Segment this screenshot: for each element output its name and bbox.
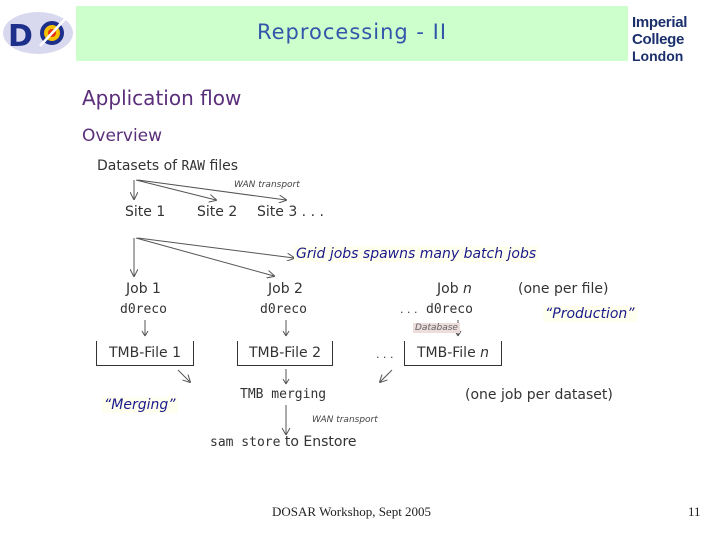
site-2-label: Site 2 xyxy=(197,204,238,220)
tmb-file-n: TMB-File n xyxy=(404,341,502,366)
d0reco-n-label: d0reco xyxy=(426,302,473,317)
arrow-site-jobn xyxy=(137,237,294,258)
arrow-datasets-site3 xyxy=(137,179,286,200)
site-1-label: Site 1 xyxy=(125,204,166,220)
job-1-label: Job 1 xyxy=(126,281,161,297)
merging-note: “Merging” xyxy=(102,397,178,413)
footer-workshop: DOSAR Workshop, Sept 2005 xyxy=(272,504,432,519)
arrow-tmb1-merge xyxy=(177,369,190,382)
institution-name: Imperial College xyxy=(632,14,688,48)
d0reco-1-label: d0reco xyxy=(120,302,167,317)
production-note: “Production” xyxy=(543,306,637,322)
grid-jobs-note: Grid jobs spawns many batch jobs xyxy=(294,246,539,262)
tmb-file-2: TMB-File 2 xyxy=(237,341,333,366)
tmb-file-1: TMB-File 1 xyxy=(96,341,194,366)
database-label: Database xyxy=(413,323,460,333)
imperial-college-logo: Imperial College London xyxy=(632,14,720,65)
arrow-site-job2 xyxy=(135,237,274,276)
wan-transport-label: WAN transport xyxy=(234,180,300,190)
tmb-merging-label: TMB merging xyxy=(240,387,327,402)
svg-text:D: D xyxy=(8,19,33,54)
institution-city: London xyxy=(632,48,684,64)
sam-store-label: sam store to Enstore xyxy=(210,434,357,450)
site-3-label: Site 3 . . . xyxy=(257,204,324,220)
job-2-label: Job 2 xyxy=(268,281,303,297)
one-per-dataset-label: (one job per dataset) xyxy=(465,387,613,403)
section-subheading: Overview xyxy=(82,126,163,146)
datasets-label: Datasets of RAW files xyxy=(97,158,239,174)
one-per-file-label: (one per file) xyxy=(518,281,609,297)
slide-title: Reprocessing - II xyxy=(256,20,448,44)
arrow-tmbn-merge xyxy=(380,369,393,382)
header-band xyxy=(76,6,628,61)
tmb-ellipsis: . . . xyxy=(376,348,394,361)
section-heading: Application flow xyxy=(82,86,242,110)
d0-logo-icon: D xyxy=(3,12,73,54)
wan-transport-label-2: WAN transport xyxy=(312,415,378,425)
slide-number: 11 xyxy=(688,504,701,519)
reco-ellipsis: . . . xyxy=(400,303,418,316)
job-n-label: Job n xyxy=(437,281,472,297)
d0reco-2-label: d0reco xyxy=(260,302,307,317)
arrow-datasets-site2 xyxy=(135,179,216,200)
